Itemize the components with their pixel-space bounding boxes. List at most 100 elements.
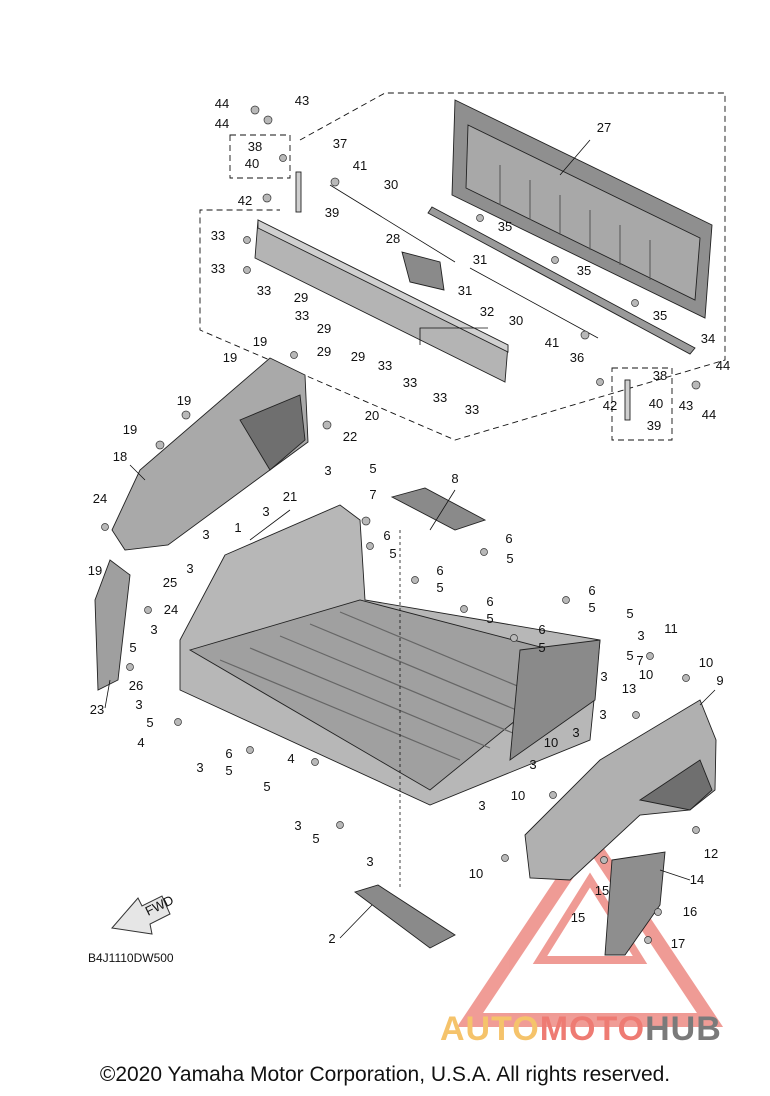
callout-number: 6 (436, 563, 443, 578)
cargo-bed (179, 504, 601, 806)
callout-number: 29 (317, 321, 331, 336)
callout-number: 26 (129, 678, 143, 693)
callout-number: 29 (351, 349, 365, 364)
callout-number: 42 (238, 193, 252, 208)
callout-number: 6 (538, 622, 545, 637)
logo-word-auto: AUTO (440, 1010, 540, 1048)
callout-number: 4 (137, 735, 144, 750)
callout-number: 33 (433, 390, 447, 405)
callout-number: 6 (505, 531, 512, 546)
logo-word-hub: HUB (645, 1010, 722, 1048)
callout-number: 40 (245, 156, 259, 171)
callout-number: 5 (312, 831, 319, 846)
callout-number: 25 (163, 575, 177, 590)
callout-number: 15 (571, 910, 585, 925)
callout-number: 44 (215, 116, 229, 131)
skid-plate (354, 884, 456, 949)
callout-number: 44 (702, 407, 716, 422)
callout-number: 5 (486, 611, 493, 626)
callout-number: 19 (223, 350, 237, 365)
callout-number: 38 (653, 368, 667, 383)
side-panel-right (524, 699, 717, 881)
callout-number: 12 (704, 846, 718, 861)
callout-number: 5 (225, 763, 232, 778)
callout-number: 3 (529, 757, 536, 772)
watermark-triangle (456, 827, 724, 1027)
front-fender-left (94, 559, 131, 691)
callout-number: 5 (436, 580, 443, 595)
callout-number: 33 (211, 228, 225, 243)
callout-number: 33 (403, 375, 417, 390)
mud-flap (604, 851, 666, 956)
callout-number: 30 (509, 313, 523, 328)
tailgate-group-outline (199, 92, 726, 441)
callout-number: 39 (647, 418, 661, 433)
callout-number: 40 (649, 396, 663, 411)
callout-number: 3 (202, 527, 209, 542)
callout-number: 33 (465, 402, 479, 417)
callout-number: 23 (90, 702, 104, 717)
callout-number: 8 (451, 471, 458, 486)
callout-number: 6 (383, 528, 390, 543)
callout-number: 4 (287, 751, 294, 766)
callout-number: 30 (384, 177, 398, 192)
callout-number: 3 (324, 463, 331, 478)
callout-number: 9 (716, 673, 723, 688)
callout-number: 41 (545, 335, 559, 350)
callout-number: 6 (486, 594, 493, 609)
callout-number: 5 (129, 640, 136, 655)
tailgate-seal-strip (427, 206, 696, 355)
callout-number: 3 (599, 707, 606, 722)
callout-number: 3 (294, 818, 301, 833)
callout-number: 27 (597, 120, 611, 135)
callout-number: 18 (113, 449, 127, 464)
latch-rod-left (295, 171, 302, 213)
callout-number: 32 (480, 304, 494, 319)
callout-number: 14 (690, 872, 704, 887)
callout-number: 35 (577, 263, 591, 278)
callout-number: 35 (498, 219, 512, 234)
callout-number: 7 (636, 653, 643, 668)
callout-number: 28 (386, 231, 400, 246)
callout-number: 5 (538, 640, 545, 655)
callout-number: 29 (317, 344, 331, 359)
callout-number: 22 (343, 429, 357, 444)
callout-number: 19 (177, 393, 191, 408)
latch-rod-right (624, 379, 631, 421)
callout-number: 3 (135, 697, 142, 712)
callout-number: 5 (389, 546, 396, 561)
watermark-logo: AUTOMOTOHUB (440, 1010, 722, 1049)
latch-assembly (401, 251, 445, 291)
callout-number: 3 (572, 725, 579, 740)
copyright-notice: ©2020 Yamaha Motor Corporation, U.S.A. A… (99, 1063, 671, 1086)
floor-cover-plate (390, 487, 487, 531)
diagram-code: B4J1110DW500 (88, 951, 174, 965)
callout-number: 10 (639, 667, 653, 682)
callout-number: 19 (123, 422, 137, 437)
leader-lines (104, 139, 716, 939)
callout-number: 5 (263, 779, 270, 794)
callout-number: 33 (211, 261, 225, 276)
callout-number: 3 (637, 628, 644, 643)
callout-number: 5 (506, 551, 513, 566)
callout-number: 33 (257, 283, 271, 298)
callout-number: 5 (146, 715, 153, 730)
callout-number: 44 (215, 96, 229, 111)
callout-number: 3 (196, 760, 203, 775)
side-panel-left (111, 357, 309, 551)
callout-number: 1 (234, 520, 241, 535)
callout-number: 36 (570, 350, 584, 365)
callout-number: 19 (88, 563, 102, 578)
logo-word-moto: MOTO (539, 1010, 646, 1048)
callout-number: 3 (262, 504, 269, 519)
callout-number: 43 (295, 93, 309, 108)
forward-direction-arrow: FWD (111, 892, 176, 935)
callout-number: 43 (679, 398, 693, 413)
callout-number: 5 (369, 461, 376, 476)
callout-number: 29 (294, 290, 308, 305)
tailgate-panel (451, 99, 713, 319)
callout-number: 42 (603, 398, 617, 413)
callout-number: 44 (716, 358, 730, 373)
